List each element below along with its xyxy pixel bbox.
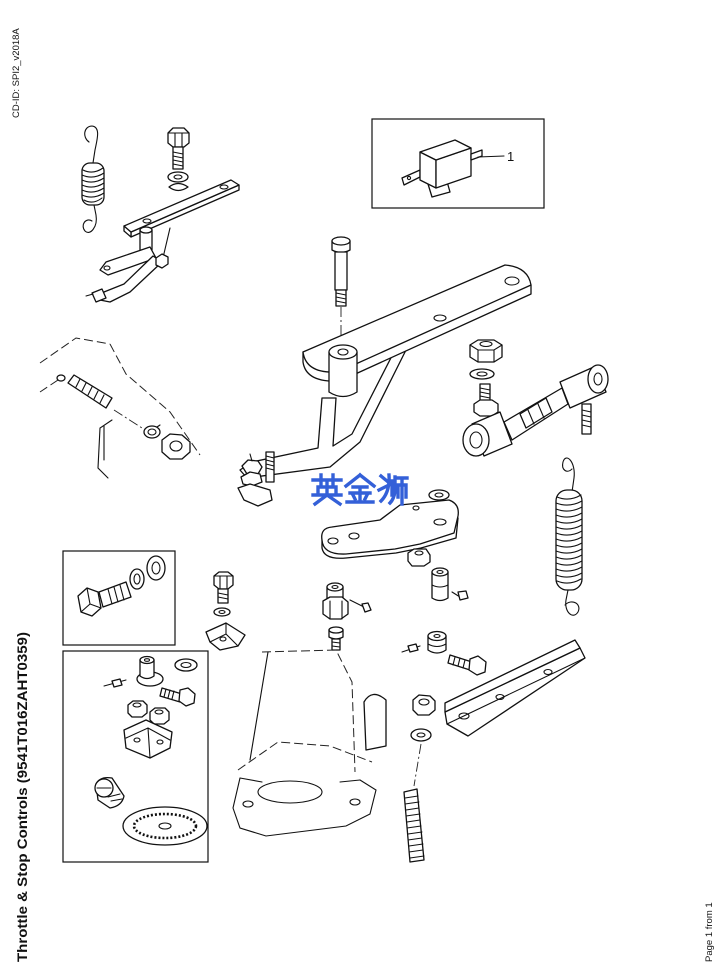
box-slotted-plug: [94, 776, 125, 809]
threaded-stud: [403, 788, 425, 863]
hex-bolt-upper: [167, 127, 190, 170]
pivot-pin: [331, 236, 351, 344]
box-plain-washer: [146, 555, 166, 581]
detail-box-resistor: [371, 118, 545, 209]
decal-disc: [122, 806, 208, 846]
swivel-connector-left: [322, 582, 349, 620]
center-line-stud: [413, 743, 422, 787]
hex-bolt-small: [213, 571, 234, 604]
box-lock-washer: [129, 568, 145, 590]
hex-nut-left: [161, 433, 191, 460]
swivel-connector-lower: [427, 630, 447, 654]
page-number: Page 1 from 1: [704, 902, 715, 962]
lock-washer-left: [143, 424, 161, 439]
grub-screw-left: [349, 599, 372, 613]
callout-1: 1: [507, 149, 514, 164]
tension-spring-upper: [81, 125, 105, 233]
callout-leader-1: [477, 155, 505, 158]
detail-box-bolt: [62, 550, 176, 646]
diagram-title: Throttle & Stop Controls (9541T016ZAHT03…: [14, 632, 30, 962]
box-hex-bolt: [77, 581, 132, 617]
washer-right: [469, 368, 495, 380]
box-terminal-clamp: [123, 719, 173, 759]
stop-lever-plate: [321, 499, 459, 559]
detail-box-fittings: [62, 650, 209, 863]
box-swivel-connector: [136, 655, 164, 687]
rod-end-linkage: [462, 364, 609, 457]
hex-nut-right: [469, 339, 503, 363]
cable-clip: [205, 622, 246, 651]
throttle-lever-assembly: [85, 179, 240, 303]
angle-bracket: [444, 639, 586, 737]
lock-washer-small: [213, 607, 231, 617]
grub-screw-lower: [401, 643, 421, 653]
tension-spring-lower: [555, 457, 583, 616]
engine-housing-outline: [232, 649, 387, 837]
linkage-stud-nut: [237, 451, 275, 507]
washer-mid: [428, 489, 450, 501]
hex-nut-bracket: [412, 694, 436, 716]
lock-washer-bracket: [410, 728, 432, 742]
hex-bolt-lower: [447, 654, 487, 676]
hex-nut-mid: [407, 548, 431, 567]
box-washer: [174, 658, 198, 672]
stop-control-bracket: [239, 264, 532, 479]
box-nut-stack: [127, 700, 170, 725]
resistor-component: [401, 139, 483, 198]
box-hex-bolt-small: [159, 687, 196, 707]
box-grub-screw: [103, 678, 127, 688]
cheese-head-screw: [328, 626, 344, 651]
grub-screw-right: [451, 590, 469, 601]
mounting-plate-outline: [39, 337, 201, 479]
cd-id-label: CD-ID: SPI2_v2018A: [11, 28, 22, 118]
washer-upper: [167, 171, 189, 192]
watermark: [311, 472, 409, 507]
swivel-connector-right: [431, 567, 449, 602]
stud-bolt-left: [56, 374, 113, 409]
